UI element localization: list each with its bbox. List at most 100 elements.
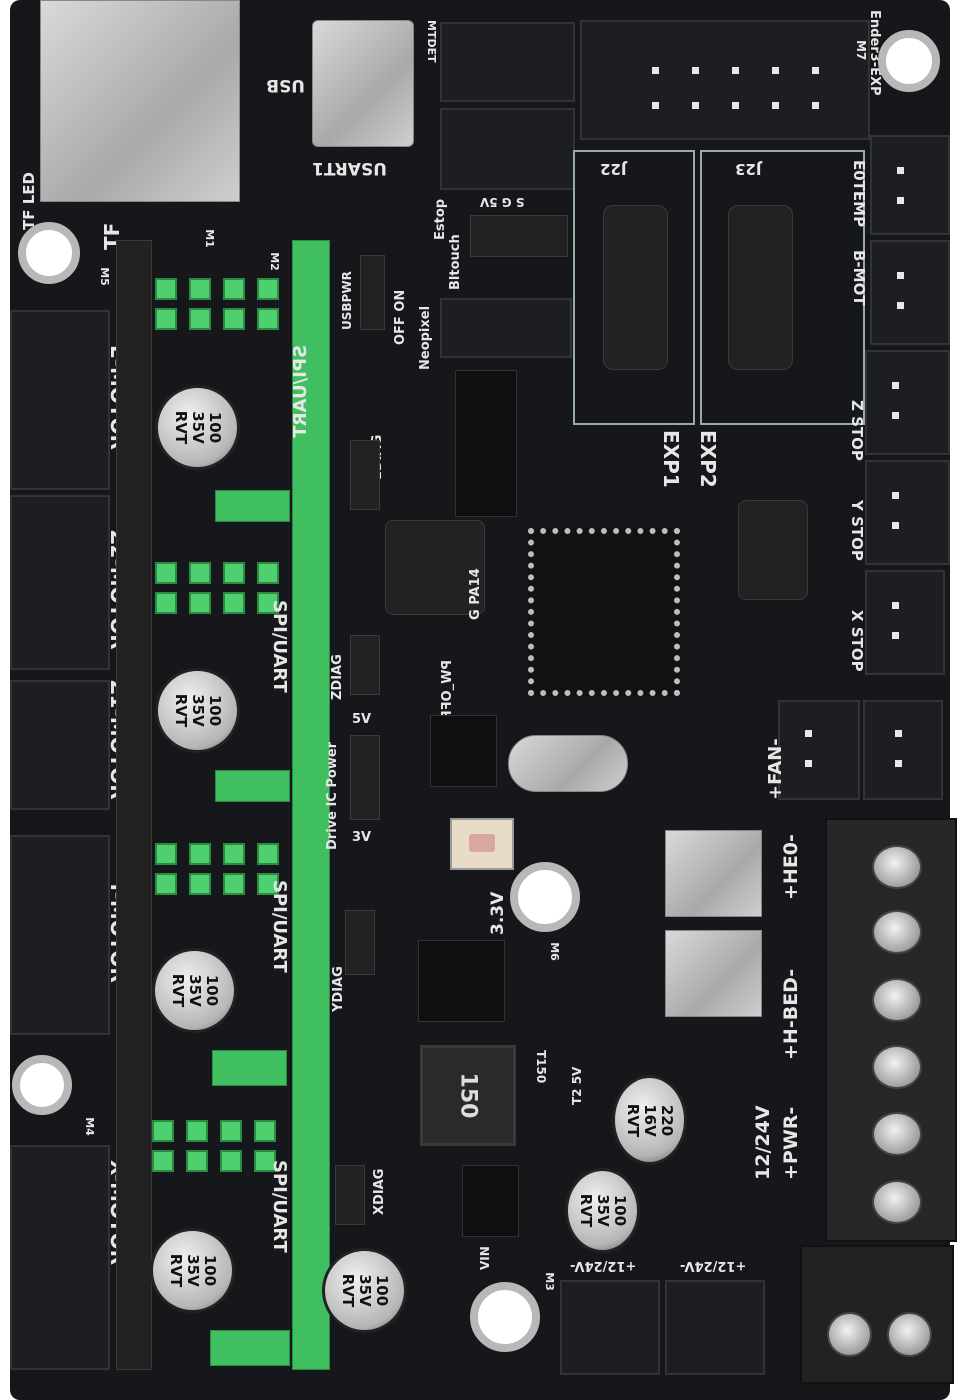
m3-label: M3 [542, 1272, 556, 1291]
input-terminal-block [800, 1245, 954, 1384]
mounting-hole [470, 1282, 540, 1352]
z1-motor-connector [10, 680, 110, 810]
t2-5v-label: T2 5V [570, 1066, 584, 1105]
capacitor: 220 16V RVT [612, 1075, 687, 1165]
j23-frame [700, 150, 865, 425]
z-stop-connector [865, 350, 950, 455]
crystal-oscillator [508, 735, 628, 792]
spi-uart-label: SPI/UART [269, 1160, 290, 1253]
capacitor: 100 35V RVT [565, 1168, 640, 1253]
neopixel-label: Neopixel [418, 305, 433, 370]
m6-label: M6 [547, 942, 561, 961]
usart-label: USART1 [312, 158, 387, 178]
j23-pin-header [728, 205, 793, 370]
voltage-regulator [418, 940, 505, 1022]
ediag-jumper[interactable] [350, 440, 380, 510]
fan-label: +FAN- [765, 738, 786, 800]
ender3-exp-header [580, 20, 870, 140]
pa14-label: G PA14 [468, 568, 483, 620]
bmot-label: B-MOT [850, 250, 868, 306]
x-stop-label: X STOP [848, 610, 866, 672]
mosfet [665, 930, 762, 1017]
drive-ic-power-label: Drive IC Power [325, 741, 340, 850]
off-on-label: OFF ON [393, 289, 408, 345]
exp1-label: EXP1 [659, 430, 683, 488]
jumper-block[interactable] [155, 278, 290, 340]
estop-label: Estop [433, 198, 448, 240]
terminal-screw[interactable] [872, 1112, 922, 1156]
j22-label: J22 [600, 160, 627, 178]
jumper-block[interactable] [152, 1120, 287, 1182]
terminal-screw[interactable] [872, 910, 922, 954]
terminal-screw[interactable] [887, 1312, 932, 1357]
z-stop-label: Z STOP [848, 400, 866, 461]
terminal-screw[interactable] [872, 1180, 922, 1224]
s-g-5v-label: S G 5V [480, 195, 525, 209]
pw-off-label: PW_OFF [440, 660, 455, 720]
zdiag-jumper[interactable] [350, 635, 380, 695]
capacitor: 100 35V RVT [155, 668, 240, 753]
m7-label: M7 [854, 40, 868, 61]
mounting-hole [510, 862, 580, 932]
j23-label: J23 [735, 160, 762, 178]
pin-header [738, 500, 808, 600]
m5-label: M5 [97, 267, 111, 286]
capacitor: 100 35V RVT [322, 1248, 407, 1333]
bltouch-label: Bltouch [448, 234, 463, 290]
reset-button[interactable] [450, 818, 514, 870]
driver-header-black [116, 240, 152, 1370]
hbed-label: +H-BED- [780, 968, 802, 1060]
x-stop-connector [865, 570, 945, 675]
terminal-screw[interactable] [827, 1312, 872, 1357]
ydiag-jumper[interactable] [345, 910, 375, 975]
m1-label: M1 [202, 229, 216, 248]
tf-led-label: TF LED [20, 172, 38, 230]
jumper-block[interactable] [155, 562, 290, 624]
power-connector [665, 1280, 765, 1375]
terminal-screw[interactable] [872, 978, 922, 1022]
jumper-block[interactable] [155, 843, 290, 905]
driver-header-green [292, 240, 330, 1370]
bed-temp-connector [870, 240, 950, 345]
spi-uart-label: SPI/UART [290, 345, 311, 438]
drive-ic-power-jumper[interactable] [350, 735, 380, 820]
green-jumper [210, 1330, 290, 1366]
green-jumper [212, 1050, 287, 1086]
heo-label: +HE0- [780, 834, 802, 900]
capacitor: 100 35V RVT [152, 948, 237, 1033]
m4-label: M4 [82, 1117, 96, 1136]
3v-label: 3V [352, 830, 372, 845]
power-connector [560, 1280, 660, 1375]
mtdet-label: MTDET [425, 20, 438, 63]
neopixel-connector [440, 298, 572, 358]
capacitor: 100 35V RVT [150, 1228, 235, 1313]
e0temp-connector [870, 135, 950, 235]
usbpwr-label: USBPWR [340, 271, 354, 330]
t150-label: T150 [534, 1050, 548, 1084]
y-motor-connector [10, 835, 110, 1035]
fan-connector-2 [863, 700, 943, 800]
pin-header [385, 520, 485, 615]
ic-chip [430, 715, 497, 787]
power-in-label: +12/24V- [680, 1258, 747, 1273]
5v-label: 5V [352, 712, 372, 727]
y-stop-label: Y STOP [848, 500, 866, 561]
xdiag-jumper[interactable] [335, 1165, 365, 1225]
xdiag-label: XDIAG [372, 1168, 387, 1215]
j22-frame [573, 150, 695, 425]
green-jumper [215, 490, 290, 522]
usbpwr-jumper[interactable] [360, 255, 385, 330]
vin-label: VIN [478, 1246, 492, 1270]
mounting-hole [18, 222, 80, 284]
fan-connector [778, 700, 860, 800]
terminal-screw[interactable] [872, 1045, 922, 1089]
x-motor-connector [10, 1145, 110, 1370]
e0temp-label: E0TEMP [850, 160, 868, 228]
m2-label: M2 [267, 252, 281, 271]
mosfet [665, 830, 762, 917]
z2-motor-connector [10, 495, 110, 670]
voltage-label: 12/24V [752, 1105, 774, 1180]
terminal-screw[interactable] [872, 845, 922, 889]
inductor: 150 [420, 1045, 516, 1146]
